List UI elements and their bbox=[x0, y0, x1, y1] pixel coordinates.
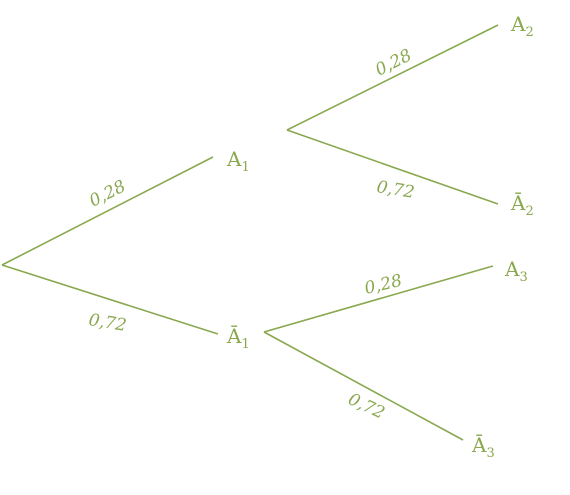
node-not-a3: Ā3 bbox=[471, 433, 495, 461]
node-a3-letter: A bbox=[504, 257, 520, 281]
node-not-a1-sub: 1 bbox=[241, 337, 249, 352]
branch-a1-to-not-a2 bbox=[286, 129, 499, 205]
node-not-a2-letter: Ā bbox=[510, 191, 526, 215]
prob-label-root-to-not-a1: 0,72 bbox=[87, 310, 128, 336]
node-not-a1-letter: Ā bbox=[226, 324, 242, 348]
prob-label-a1-to-a2: 0,28 bbox=[372, 45, 415, 80]
node-a2-sub: 2 bbox=[525, 25, 533, 40]
prob-label-root-to-a1: 0,28 bbox=[86, 176, 129, 211]
node-not-a3-sub: 3 bbox=[486, 446, 494, 461]
node-a1-sub: 1 bbox=[241, 160, 249, 175]
node-not-a3-letter: Ā bbox=[471, 433, 487, 457]
node-a3: A3 bbox=[504, 257, 528, 285]
node-a2: A2 bbox=[510, 12, 534, 40]
branch-a1-to-a2 bbox=[286, 24, 499, 131]
node-a1-letter: A bbox=[226, 147, 242, 171]
node-not-a1: Ā1 bbox=[226, 324, 250, 352]
node-a2-letter: A bbox=[510, 12, 526, 36]
branch-not-a1-to-a3 bbox=[263, 265, 494, 333]
branch-root-to-not-a1 bbox=[1, 264, 219, 335]
prob-label-not-a1-to-a3: 0,28 bbox=[363, 271, 405, 299]
prob-label-not-a1-to-not-a3: 0,72 bbox=[345, 389, 388, 423]
prob-label-a1-to-not-a2: 0,72 bbox=[375, 177, 416, 203]
branch-root-to-a1 bbox=[1, 156, 214, 266]
branch-not-a1-to-not-a3 bbox=[263, 331, 464, 441]
node-a1: A1 bbox=[226, 147, 250, 175]
node-a3-sub: 3 bbox=[519, 270, 527, 285]
node-not-a2-sub: 2 bbox=[525, 204, 533, 219]
node-not-a2: Ā2 bbox=[510, 191, 534, 219]
